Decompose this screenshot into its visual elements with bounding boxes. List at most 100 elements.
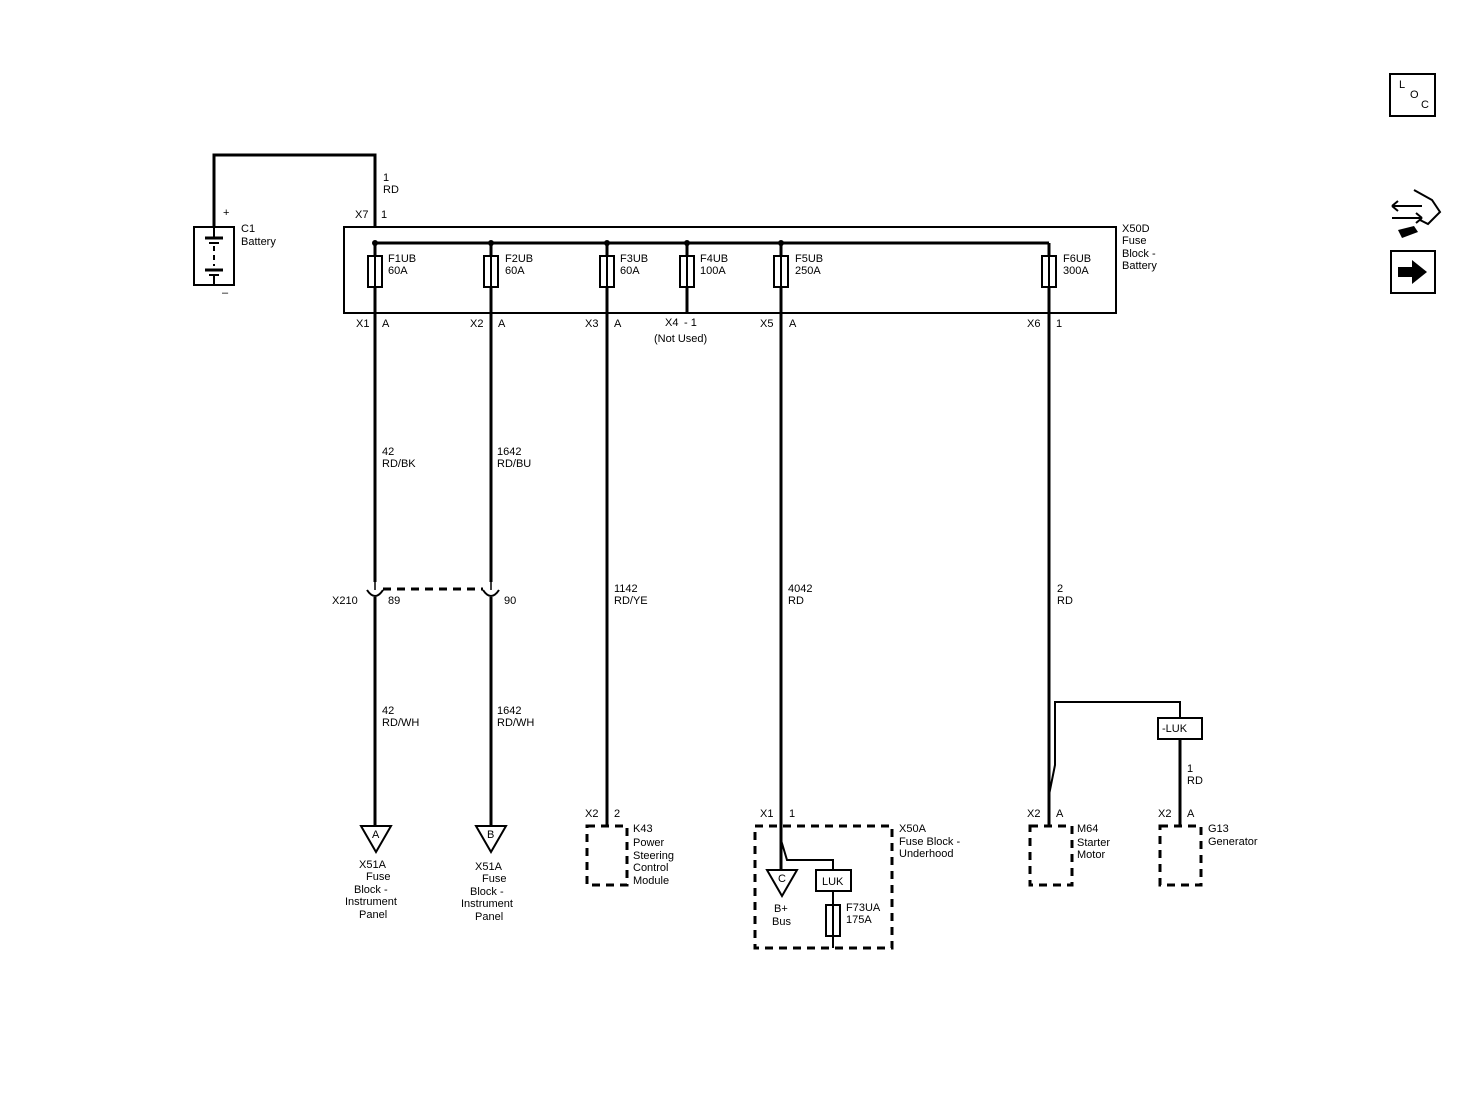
svg-text:Battery: Battery	[1122, 260, 1157, 272]
next-page-button[interactable]	[1390, 250, 1436, 294]
svg-text:(Not Used): (Not Used)	[654, 333, 707, 345]
svg-text:250A: 250A	[795, 265, 821, 277]
svg-text:X2: X2	[1158, 808, 1171, 820]
svg-text:A: A	[614, 318, 622, 330]
svg-text:F2UB: F2UB	[505, 253, 533, 265]
fuse-f3ub: F3UB 60A	[599, 240, 648, 313]
svg-text:Underhood: Underhood	[899, 848, 953, 860]
svg-text:RD: RD	[1057, 595, 1073, 607]
svg-text:X50A: X50A	[899, 823, 927, 835]
svg-text:F5UB: F5UB	[795, 253, 823, 265]
svg-text:Panel: Panel	[359, 909, 387, 921]
svg-text:A: A	[1056, 808, 1064, 820]
svg-text:1142: 1142	[614, 583, 638, 595]
svg-text:–: –	[222, 287, 229, 299]
svg-text:X2: X2	[470, 318, 483, 330]
svg-text:Bus: Bus	[772, 916, 791, 928]
x7-pin: 1	[381, 209, 387, 221]
svg-text:X51A: X51A	[359, 859, 387, 871]
svg-text:2: 2	[1057, 583, 1063, 595]
svg-text:300A: 300A	[1063, 265, 1089, 277]
svg-text:60A: 60A	[620, 265, 640, 277]
svg-text:K43: K43	[633, 823, 653, 835]
svg-text:B: B	[487, 829, 494, 841]
x210-pin90-terminal	[482, 589, 500, 597]
power-steering-control-module: X2 2 K43 Power Steering Control Module	[585, 808, 674, 887]
arrow-right-icon	[1398, 260, 1427, 284]
x210-label: X210	[332, 595, 358, 607]
svg-text:A: A	[372, 829, 380, 841]
loc-letter-o: O	[1410, 89, 1419, 101]
svg-text:175A: 175A	[846, 914, 872, 926]
svg-text:X1: X1	[760, 808, 773, 820]
svg-text:2: 2	[614, 808, 620, 820]
svg-text:Fuse: Fuse	[366, 871, 390, 883]
svg-text:60A: 60A	[388, 265, 408, 277]
starter-motor-m64: X2 A M64 Starter Motor	[1027, 808, 1110, 887]
svg-text:-LUK: -LUK	[1162, 723, 1188, 735]
svg-text:A: A	[498, 318, 506, 330]
fuse-f5ub: F5UB 250A	[773, 240, 823, 313]
svg-text:M64: M64	[1077, 823, 1098, 835]
fuse-f6ub: F6UB 300A	[1041, 243, 1091, 313]
generator-branch-wire	[1048, 701, 1181, 796]
svg-text:RD/WH: RD/WH	[382, 717, 419, 729]
svg-text:RD: RD	[788, 595, 804, 607]
svg-text:90: 90	[504, 595, 516, 607]
svg-text:X6: X6	[1027, 318, 1040, 330]
svg-text:89: 89	[388, 595, 400, 607]
svg-text:A: A	[1187, 808, 1195, 820]
svg-text:F6UB: F6UB	[1063, 253, 1091, 265]
svg-text:Fuse: Fuse	[482, 873, 506, 885]
fuse-block-instrument-panel-a: A X51A Fuse Block - Instrument Panel	[345, 825, 397, 921]
battery-c1: + – C1 Battery	[193, 207, 276, 299]
svg-text:- 1: - 1	[684, 317, 697, 329]
svg-text:Instrument: Instrument	[345, 896, 397, 908]
svg-text:X2: X2	[1027, 808, 1040, 820]
svg-text:1: 1	[1187, 763, 1193, 775]
generator-g13: -LUK 1 RD X2 A G13 Generator	[1157, 717, 1258, 887]
loc-letter-l: L	[1399, 79, 1405, 91]
svg-text:RD: RD	[1187, 775, 1203, 787]
svg-text:Block -: Block -	[354, 884, 388, 896]
connector-swap-icon[interactable]	[1391, 189, 1442, 238]
svg-text:1642: 1642	[497, 705, 521, 717]
fuse-f4ub: F4UB 100A	[679, 240, 728, 313]
svg-text:X51A: X51A	[475, 861, 503, 873]
svg-text:4042: 4042	[788, 583, 812, 595]
svg-text:A: A	[789, 318, 797, 330]
fuse-f2ub: F2UB 60A	[483, 240, 533, 313]
svg-text:Fuse Block -: Fuse Block -	[899, 836, 960, 848]
svg-text:RD/WH: RD/WH	[497, 717, 534, 729]
svg-text:+: +	[223, 207, 229, 219]
svg-text:Control: Control	[633, 862, 668, 874]
battery-feed-wire	[212, 153, 377, 227]
battery-wire-color: RD	[383, 184, 399, 196]
location-button[interactable]: L O C	[1389, 73, 1436, 117]
svg-text:RD/BU: RD/BU	[497, 458, 531, 470]
svg-text:A: A	[382, 318, 390, 330]
battery-label: C1	[241, 223, 255, 235]
svg-text:LUK: LUK	[822, 876, 844, 888]
svg-text:G13: G13	[1208, 823, 1229, 835]
svg-text:RD/YE: RD/YE	[614, 595, 648, 607]
svg-text:F73UA: F73UA	[846, 902, 881, 914]
svg-text:42: 42	[382, 446, 394, 458]
svg-text:X5: X5	[760, 318, 773, 330]
svg-text:1642: 1642	[497, 446, 521, 458]
svg-text:Generator: Generator	[1208, 836, 1258, 848]
svg-text:Module: Module	[633, 875, 669, 887]
battery-desc: Battery	[241, 236, 276, 248]
x50d-label: X50D	[1122, 223, 1150, 235]
svg-text:X2: X2	[585, 808, 598, 820]
svg-text:X4: X4	[665, 317, 678, 329]
svg-text:X3: X3	[585, 318, 598, 330]
fuse-block-x50d: X50D Fuse Block - Battery	[343, 223, 1157, 314]
svg-text:F4UB: F4UB	[700, 253, 728, 265]
svg-text:42: 42	[382, 705, 394, 717]
bus-c-symbol	[765, 869, 799, 899]
svg-text:Fuse: Fuse	[1122, 235, 1146, 247]
loc-letter-c: C	[1421, 99, 1429, 111]
x7-label: X7	[355, 209, 368, 221]
